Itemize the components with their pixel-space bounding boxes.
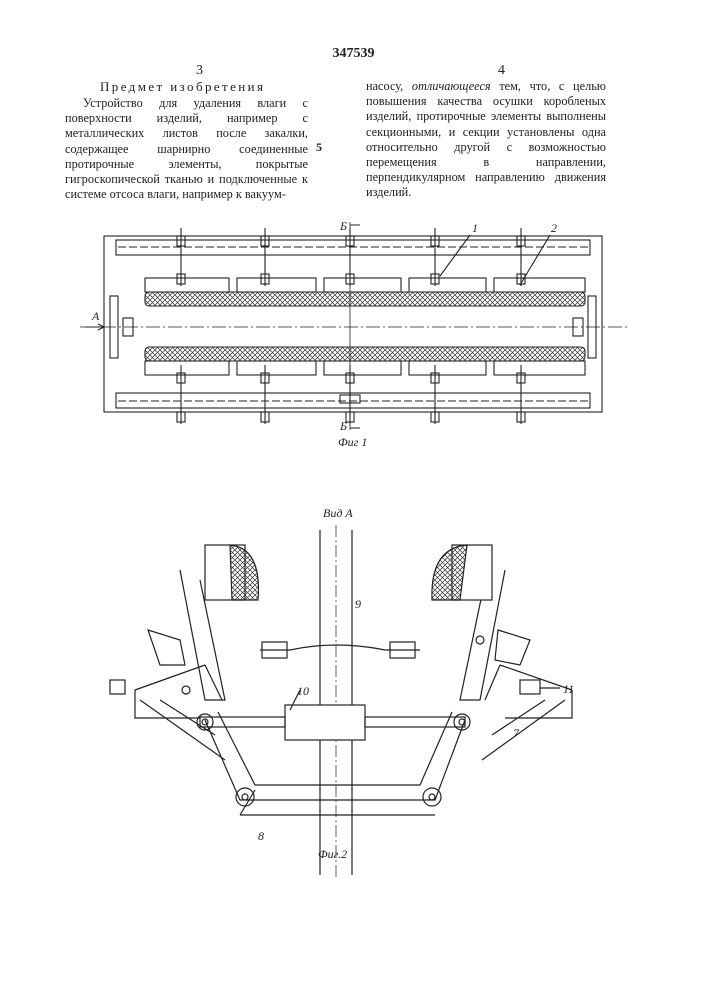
figure-1 <box>80 222 630 430</box>
wiping-section <box>324 278 401 292</box>
fig2-caption: Фиг.2 <box>318 847 347 861</box>
wiping-section <box>237 361 316 375</box>
fig2-part-11: 11 <box>563 682 574 696</box>
wiping-section <box>237 278 316 292</box>
fig1-caption: Фиг 1 <box>338 435 367 449</box>
fig2-part-7: 7 <box>513 726 520 740</box>
fig2-part-9: 9 <box>355 597 361 611</box>
wiping-section <box>409 361 486 375</box>
fig2-part-10: 10 <box>297 684 309 698</box>
fig1-part-2: 2 <box>551 221 557 235</box>
wiping-section <box>494 361 585 375</box>
fig2-view-label: Вид А <box>323 506 353 520</box>
fig1-section-top: Б <box>339 219 347 233</box>
fig1-label-a: А <box>91 309 100 323</box>
fig1-part-1: 1 <box>472 221 478 235</box>
figure-2 <box>110 525 572 880</box>
wiping-section <box>494 278 585 292</box>
wiping-section <box>324 361 401 375</box>
fig1-section-bottom: Б <box>339 419 347 433</box>
wiping-section <box>145 278 229 292</box>
wiping-section <box>145 361 229 375</box>
fig2-part-8: 8 <box>258 829 264 843</box>
wiping-section <box>409 278 486 292</box>
